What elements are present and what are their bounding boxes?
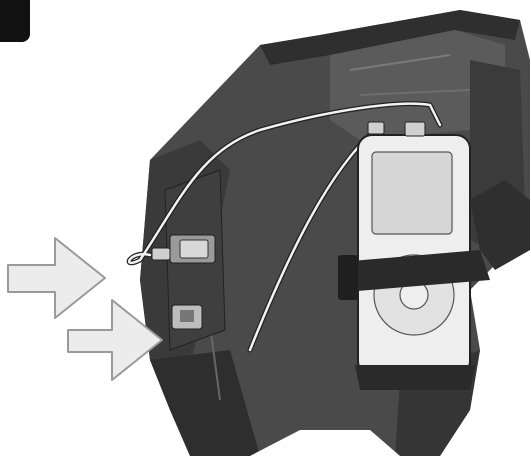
pointer-arrow-upper-icon	[8, 238, 105, 318]
connector-panel	[165, 170, 225, 350]
